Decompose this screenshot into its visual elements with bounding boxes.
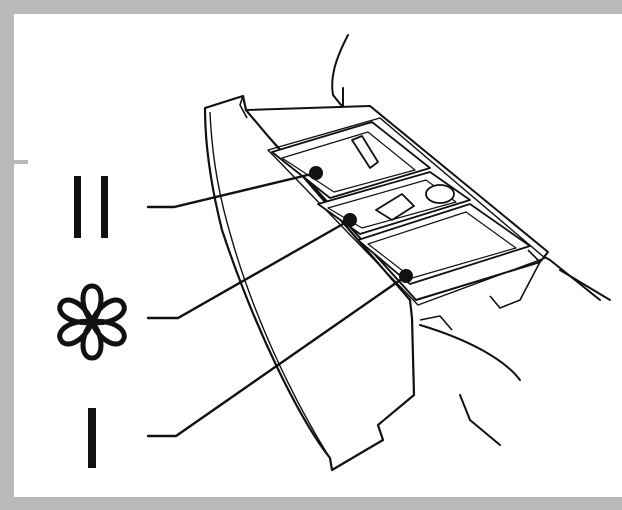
compartment-main-wash (271, 121, 431, 199)
leader-prewash (146, 274, 408, 438)
drawer-front (203, 94, 416, 472)
leader-main-wash (146, 171, 318, 209)
dot-softener (343, 213, 357, 227)
compartment-prewash (357, 203, 531, 285)
dot-main-wash (309, 166, 323, 180)
softener-icon (57, 283, 127, 361)
main-wash-icon (74, 176, 108, 238)
dot-prewash (399, 269, 413, 283)
drawer-hinge (419, 249, 541, 331)
leader-lines (146, 171, 408, 438)
prewash-icon (88, 408, 96, 468)
leader-softener (146, 218, 352, 320)
callout-dots (309, 166, 413, 283)
